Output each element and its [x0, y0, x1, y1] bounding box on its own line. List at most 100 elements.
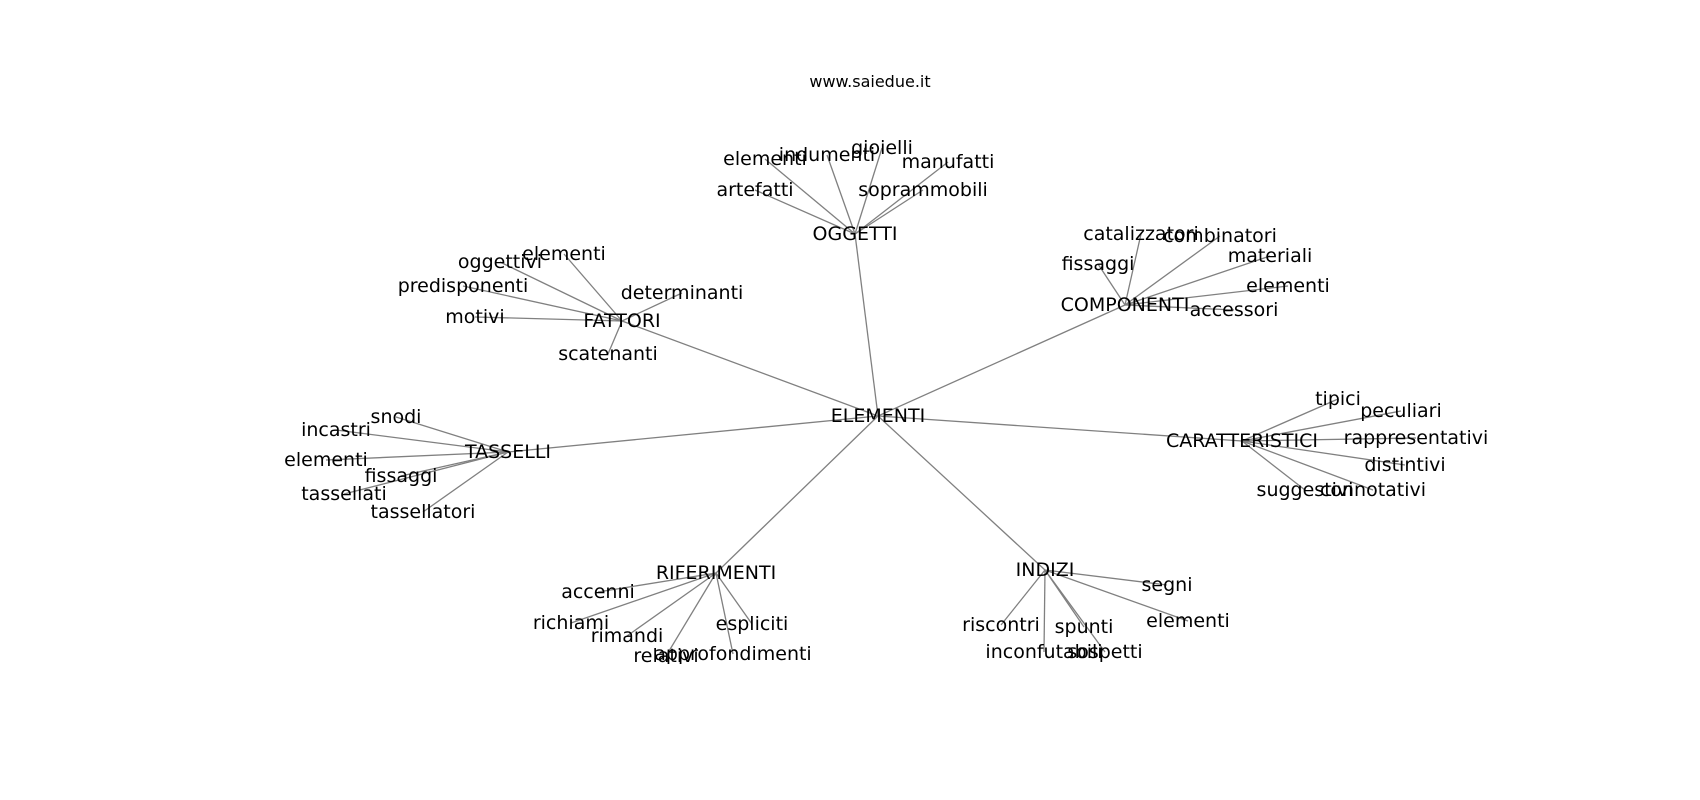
edge-caratteristici-tipici [1241, 398, 1339, 442]
edge-fattori-scatenanti [607, 320, 623, 355]
edge-oggetti-indumenti [826, 154, 856, 235]
leaf-node-oggetti-elementi: elementi [723, 148, 807, 170]
edge-fattori-oggettivi [499, 261, 623, 322]
edge-oggetti-artefatti [754, 189, 856, 235]
leaf-node-tasselli-elementi: elementi [284, 449, 368, 471]
edge-fattori-elementi [563, 253, 623, 322]
leaf-node-caratteristici-connotativi: connotativi [1320, 479, 1426, 501]
edge-tasselli-incastri [335, 429, 509, 453]
edge-caratteristici-peculiari [1241, 410, 1402, 442]
edge-center-componenti [877, 304, 1126, 417]
labels-layer: ELEMENTIOGGETTIartefattielementiindument… [284, 137, 1488, 667]
leaf-node-indizi-elementi: elementi [1146, 610, 1230, 632]
leaf-node-riferimenti-accenni: accenni [561, 581, 635, 603]
hub-node-fattori: FATTORI [583, 310, 660, 332]
edge-indizi-sospetti [1044, 569, 1106, 653]
leaf-node-componenti-materiali: materiali [1228, 245, 1313, 267]
leaf-node-riferimenti-rimandi: rimandi [591, 625, 664, 647]
leaf-node-oggetti-indumenti: indumenti [779, 144, 875, 166]
edge-componenti-fissaggi [1097, 263, 1126, 306]
edge-indizi-segni [1044, 569, 1168, 586]
edge-riferimenti-richiami [570, 572, 717, 624]
edge-caratteristici-connotativi [1241, 440, 1374, 491]
edge-fattori-determinanti [621, 292, 683, 322]
edge-oggetti-elementi [764, 158, 856, 235]
leaf-node-fattori-predisponenti: predisponenti [398, 275, 529, 297]
edge-center-oggetti [854, 233, 879, 417]
leaf-node-fattori-determinanti: determinanti [621, 282, 744, 304]
leaf-node-tasselli-snodi: snodi [371, 406, 422, 428]
watermark: www.saiedue.it [809, 72, 931, 91]
leaf-node-oggetti-manufatti: manufatti [902, 151, 995, 173]
edge-indizi-riscontri [1000, 569, 1046, 626]
leaf-node-riferimenti-richiami: richiami [533, 612, 609, 634]
leaf-node-riferimenti-espliciti: espliciti [716, 613, 789, 635]
leaf-node-tasselli-tassellati: tassellati [301, 483, 387, 505]
leaf-node-caratteristici-distintivi: distintivi [1364, 454, 1445, 476]
leaf-node-indizi-spunti: spunti [1055, 616, 1114, 638]
edge-oggetti-soprammobili [854, 189, 924, 235]
leaf-node-indizi-riscontri: riscontri [962, 614, 1040, 636]
leaf-node-componenti-elementi: elementi [1246, 275, 1330, 297]
edge-riferimenti-approfondimenti [715, 572, 734, 655]
leaf-node-fattori-elementi: elementi [522, 243, 606, 265]
edge-caratteristici-distintivi [1241, 440, 1406, 466]
edge-riferimenti-accenni [597, 572, 717, 593]
leaf-node-tasselli-tassellatori: tassellatori [371, 501, 476, 523]
edge-riferimenti-rimandi [626, 572, 717, 637]
edge-oggetti-gioielli [854, 147, 883, 235]
leaf-node-componenti-fissaggi: fissaggi [1062, 253, 1135, 275]
edge-fattori-predisponenti [462, 285, 623, 322]
leaf-node-indizi-inconfutabili: inconfutabili [985, 641, 1102, 663]
edge-componenti-combinatori [1124, 235, 1221, 306]
edge-tasselli-elementi [325, 451, 509, 461]
edge-caratteristici-suggestivi [1241, 440, 1306, 491]
leaf-node-caratteristici-rappresentativi: rappresentativi [1344, 427, 1489, 449]
leaf-node-oggetti-gioielli: gioielli [851, 137, 913, 159]
leaf-node-caratteristici-tipici: tipici [1315, 388, 1361, 410]
leaf-node-fattori-motivi: motivi [445, 306, 504, 328]
leaf-node-fattori-oggettivi: oggettivi [458, 251, 542, 273]
edge-center-tasselli [507, 415, 879, 453]
edge-center-fattori [621, 320, 879, 417]
leaf-node-componenti-accessori: accessori [1190, 299, 1279, 321]
leaf-node-tasselli-incastri: incastri [301, 419, 371, 441]
leaf-node-riferimenti-relativi: relativi [633, 645, 698, 667]
edge-tasselli-snodi [395, 416, 509, 453]
leaf-node-caratteristici-peculiari: peculiari [1360, 400, 1442, 422]
edge-tasselli-tassellatori [422, 451, 509, 513]
edge-oggetti-manufatti [854, 161, 949, 235]
edge-componenti-materiali [1124, 255, 1271, 306]
edge-center-indizi [877, 415, 1046, 571]
leaf-node-indizi-segni: segni [1142, 574, 1193, 596]
edge-fattori-motivi [474, 316, 623, 322]
edge-riferimenti-relativi [665, 572, 717, 657]
leaf-node-indizi-sospetti: sospetti [1067, 641, 1142, 663]
leaf-node-tasselli-fissaggi: fissaggi [365, 465, 438, 487]
edge-riferimenti-espliciti [715, 572, 753, 625]
edge-center-riferimenti [715, 415, 879, 574]
edge-componenti-elementi [1124, 285, 1289, 306]
leaf-node-oggetti-soprammobili: soprammobili [858, 179, 988, 201]
leaf-node-caratteristici-suggestivi: suggestivi [1257, 479, 1354, 501]
edge-componenti-catalizzatori [1124, 233, 1142, 306]
edges-layer [325, 147, 1417, 657]
edge-indizi-elementi [1044, 569, 1189, 622]
leaf-node-riferimenti-approfondimenti: approfondimenti [654, 643, 811, 665]
hub-node-componenti: COMPONENTI [1061, 294, 1190, 316]
hub-node-riferimenti: RIFERIMENTI [656, 562, 776, 584]
hub-node-oggetti: OGGETTI [813, 223, 898, 245]
edge-center-caratteristici [877, 415, 1243, 442]
leaf-node-oggetti-artefatti: artefatti [716, 179, 793, 201]
hub-node-indizi: INDIZI [1016, 559, 1075, 581]
edge-componenti-accessori [1124, 304, 1235, 311]
edge-tasselli-tassellati [343, 451, 509, 495]
edge-indizi-inconfutabili [1043, 569, 1046, 653]
center-node: ELEMENTI [831, 405, 925, 427]
hub-node-caratteristici: CARATTERISTICI [1166, 430, 1318, 452]
leaf-node-componenti-catalizzatori: catalizzatori [1083, 223, 1199, 245]
edge-caratteristici-rappresentativi [1241, 437, 1417, 442]
hub-node-tasselli: TASSELLI [464, 441, 551, 463]
leaf-node-fattori-scatenanti: scatenanti [558, 343, 658, 365]
